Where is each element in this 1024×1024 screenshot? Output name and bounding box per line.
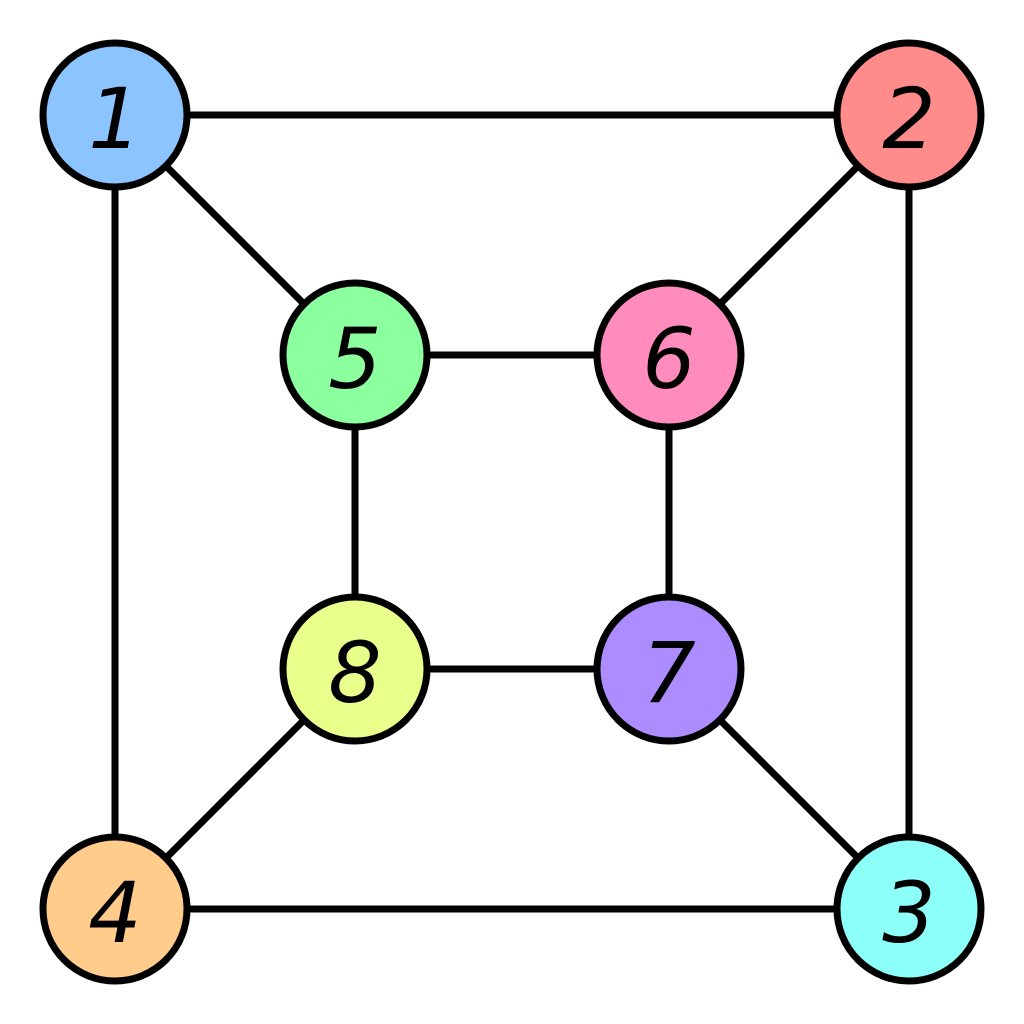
node-7: 7: [593, 593, 745, 745]
node-label: 6: [642, 310, 695, 408]
node-5: 5: [279, 279, 431, 431]
node-circle: [833, 39, 985, 191]
node-3: 3: [833, 833, 985, 985]
node-label: 8: [328, 624, 381, 722]
node-8: 8: [279, 593, 431, 745]
node-label: 3: [882, 864, 935, 962]
node-2: 2: [833, 39, 985, 191]
node-4: 4: [39, 833, 191, 985]
node-label: 1: [88, 70, 141, 168]
node-label: 4: [88, 864, 141, 962]
node-circle: [39, 833, 191, 985]
node-circle: [833, 833, 985, 985]
node-circle: [593, 593, 745, 745]
node-label: 7: [642, 624, 695, 722]
node-1: 1: [39, 39, 191, 191]
node-circle: [39, 39, 191, 191]
edges-layer: [111, 111, 913, 913]
node-circle: [593, 279, 745, 431]
node-label: 5: [328, 310, 381, 408]
nodes-layer: 1 2 3 4 5 6 7 8: [39, 39, 985, 985]
node-circle: [279, 593, 431, 745]
node-circle: [279, 279, 431, 431]
node-6: 6: [593, 279, 745, 431]
node-label: 2: [882, 70, 935, 168]
